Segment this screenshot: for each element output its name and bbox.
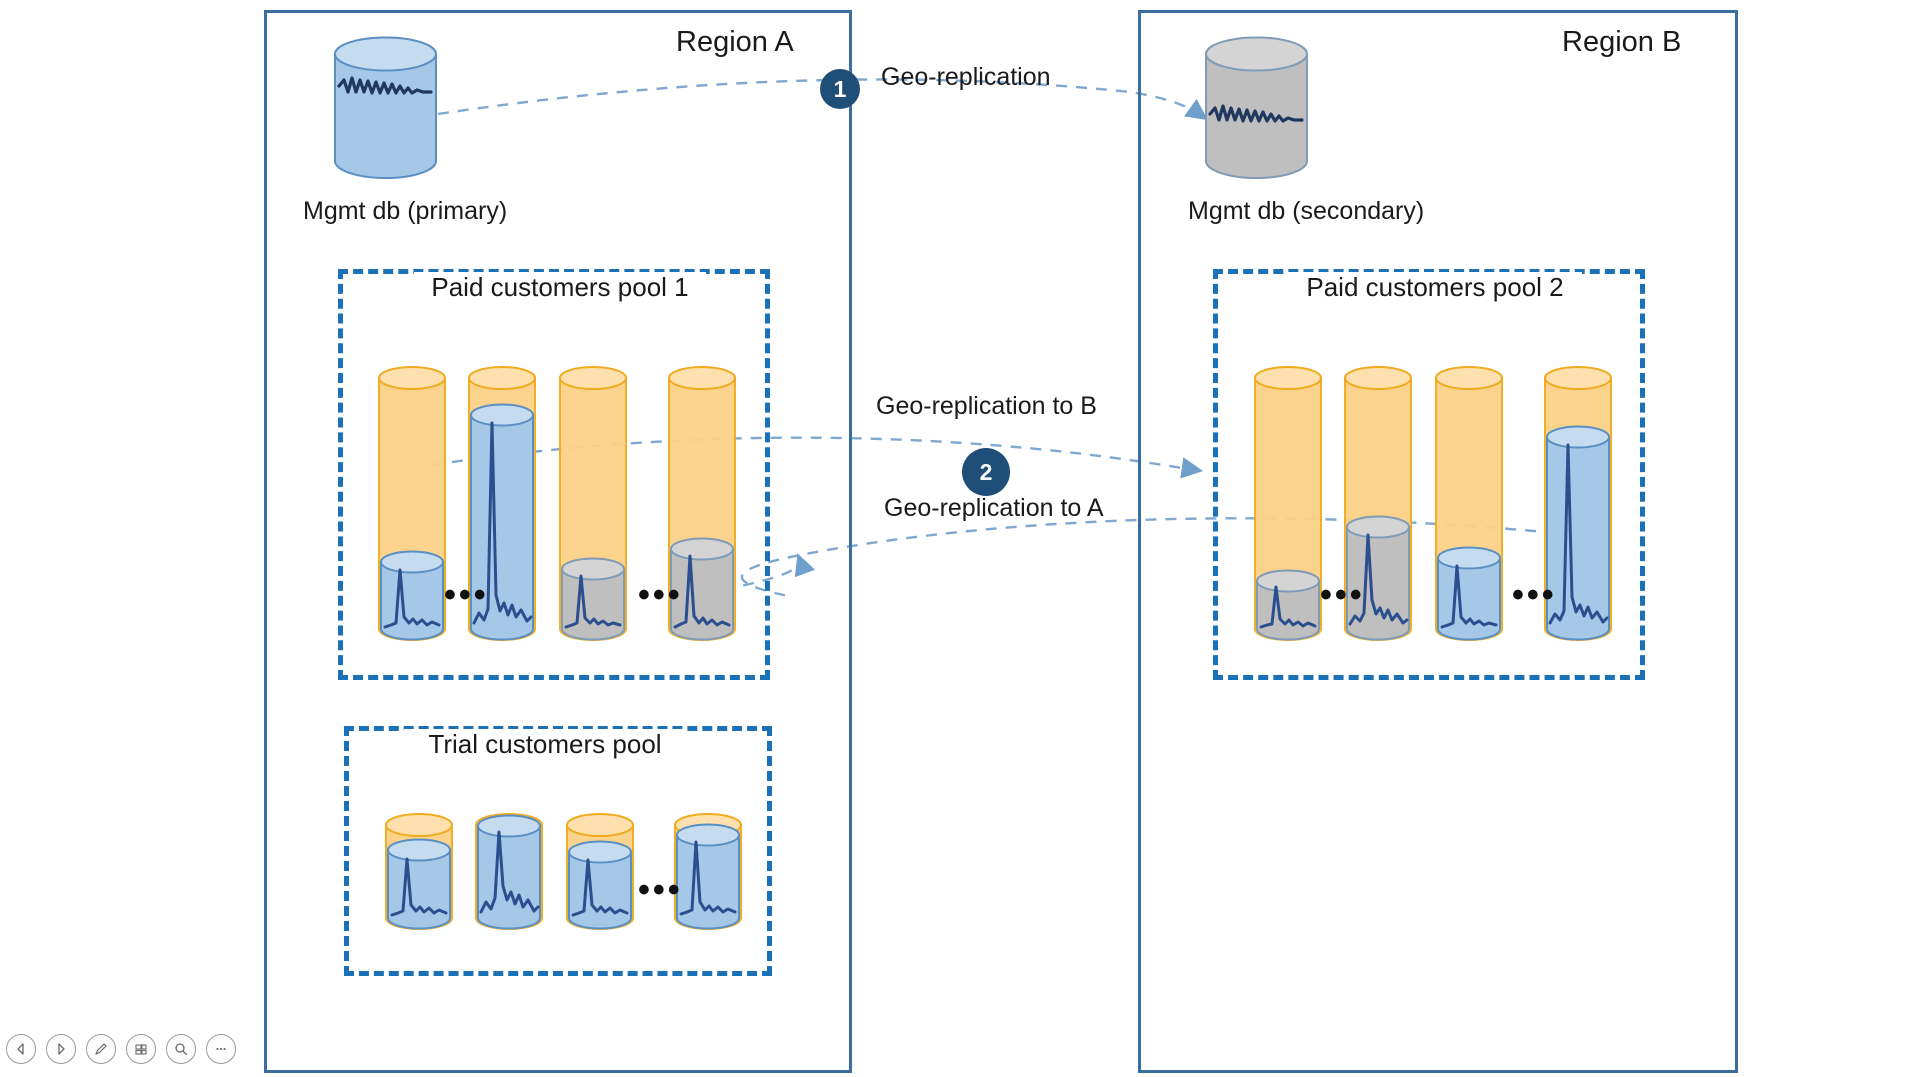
mgmt-db-secondary-caption: Mgmt db (secondary) — [1188, 197, 1425, 225]
geo-replication-label: Geo-replication — [881, 63, 1051, 91]
trial-db-2 — [474, 812, 544, 937]
mgmt-db-primary-caption: Mgmt db (primary) — [303, 197, 508, 225]
pool2-db-2 — [1343, 365, 1413, 655]
step-badge-1: 1 — [820, 69, 860, 109]
next-icon[interactable] — [46, 1034, 76, 1064]
trial-db-1 — [384, 812, 454, 937]
region-b-box — [1138, 10, 1738, 1073]
slides-icon[interactable] — [126, 1034, 156, 1064]
paid-customers-pool-2-box — [1213, 269, 1645, 680]
presentation-toolbar[interactable] — [0, 1029, 236, 1069]
trial-ellipsis-1: ••• — [638, 871, 683, 909]
pool1-ellipsis-2: ••• — [638, 576, 683, 614]
mgmt-db-primary-cylinder — [333, 36, 438, 179]
geo-replication-to-a-label: Geo-replication to A — [884, 494, 1104, 522]
trial-db-3 — [565, 812, 635, 937]
region-b-title: Region B — [1562, 26, 1682, 58]
pool2-db-4 — [1543, 365, 1613, 655]
previous-icon[interactable] — [6, 1034, 36, 1064]
pool2-ellipsis-2: ••• — [1512, 576, 1557, 614]
trial-customers-pool-box — [344, 726, 772, 976]
pool2-db-3 — [1434, 365, 1504, 655]
pool1-db-2 — [467, 365, 537, 655]
paid-customers-pool-1-box — [338, 269, 770, 680]
more-icon[interactable] — [206, 1034, 236, 1064]
trial-customers-pool-title: Trial customers pool — [404, 729, 686, 760]
geo-replication-to-b-label: Geo-replication to B — [876, 392, 1097, 420]
pool1-db-3 — [558, 365, 628, 655]
paid-customers-pool-1-title: Paid customers pool 1 — [414, 272, 706, 303]
mgmt-db-secondary-cylinder — [1204, 36, 1309, 179]
pool2-ellipsis-1: ••• — [1320, 576, 1365, 614]
pool1-db-1 — [377, 365, 447, 655]
trial-db-4 — [673, 812, 743, 937]
region-a-title: Region A — [676, 26, 794, 58]
paid-customers-pool-2-title: Paid customers pool 2 — [1288, 272, 1582, 303]
pen-icon[interactable] — [86, 1034, 116, 1064]
zoom-icon[interactable] — [166, 1034, 196, 1064]
step-badge-2: 2 — [962, 448, 1010, 496]
region-a-box — [264, 10, 852, 1073]
pool2-db-1 — [1253, 365, 1323, 655]
pool1-ellipsis-1: ••• — [444, 576, 489, 614]
pool1-db-4 — [667, 365, 737, 655]
